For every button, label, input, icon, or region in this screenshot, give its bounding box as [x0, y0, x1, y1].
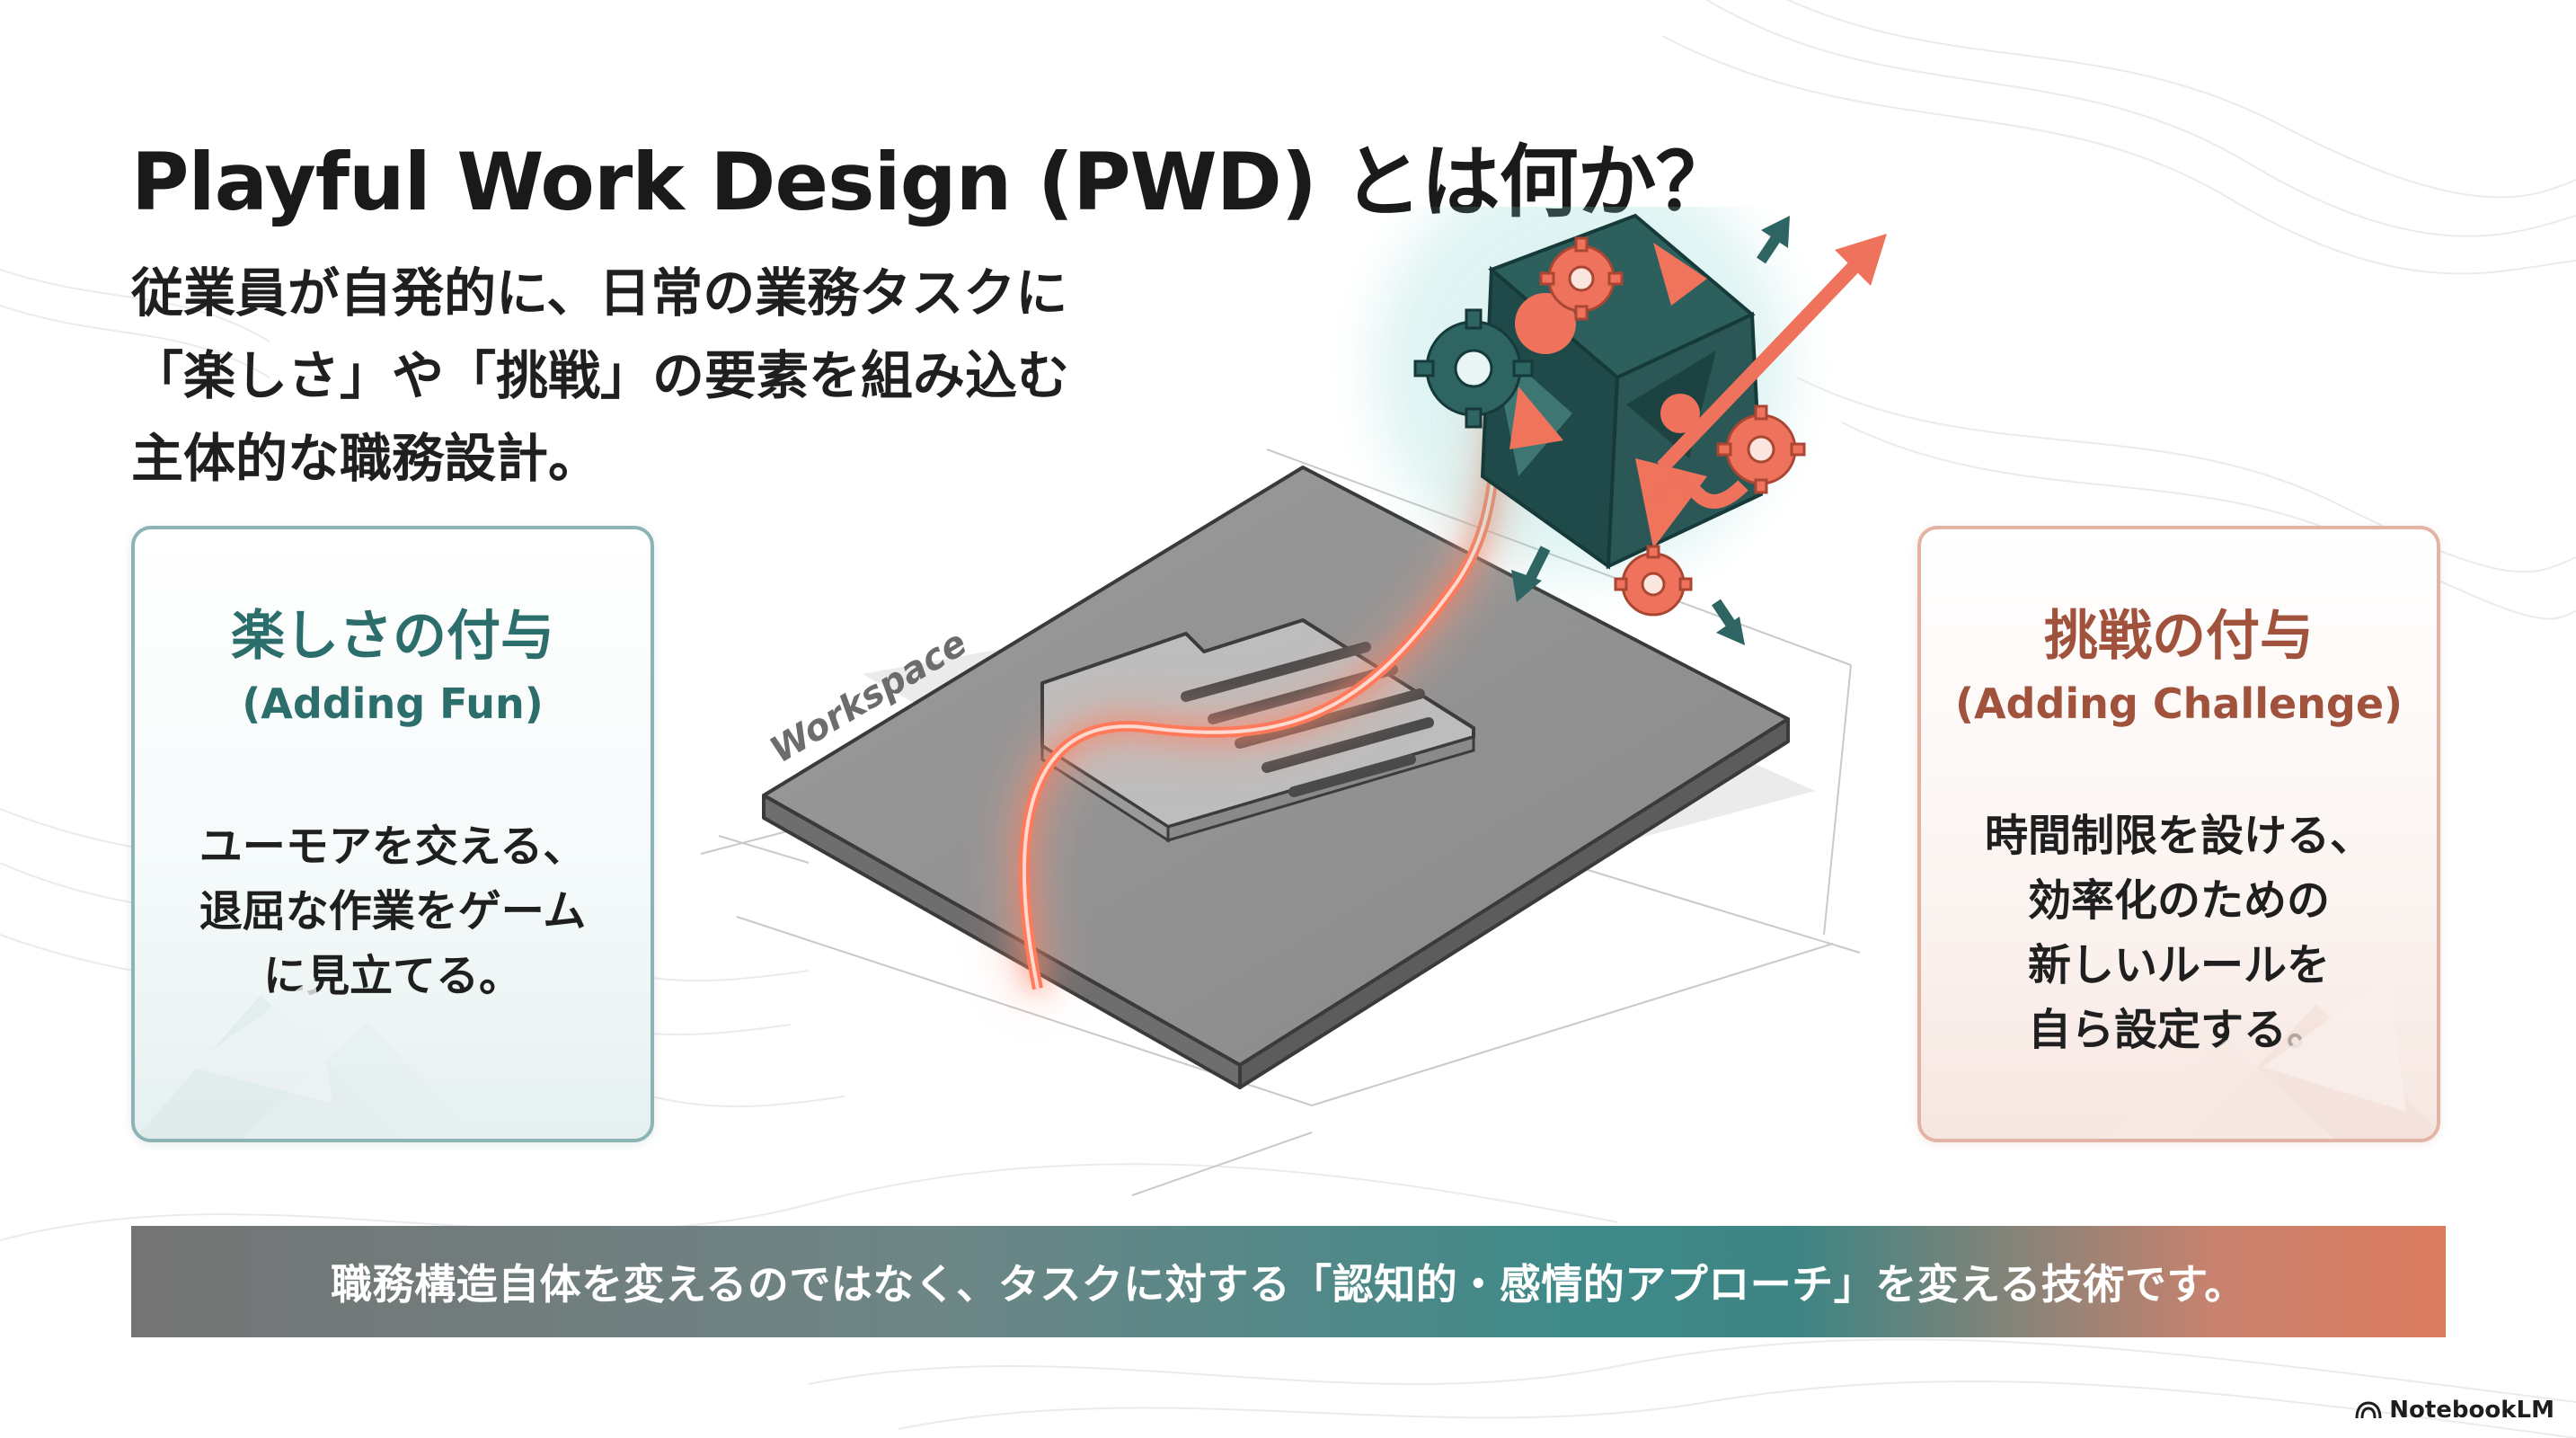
- card-decoration: [135, 977, 476, 1139]
- adding-challenge-card: 挑戦の付与 (Adding Challenge) 時間制限を設ける、 効率化のた…: [1917, 526, 2440, 1142]
- banner-text: 職務構造自体を変えるのではなく、タスクに対する「認知的・感情的アプローチ」を変え…: [331, 1260, 2246, 1309]
- card-body-line: 時間制限を設ける、: [1984, 811, 2373, 861]
- brand-name: NotebookLM: [2389, 1397, 2554, 1424]
- gear-icon: [1716, 404, 1806, 494]
- card-title: 楽しさの付与: [231, 605, 554, 668]
- gear-icon: [1539, 236, 1624, 321]
- arrow-icon: [1511, 546, 1551, 602]
- card-body: 時間制限を設ける、 効率化のための 新しいルールを 自ら設定する。: [1921, 803, 2437, 1062]
- adding-fun-card: 楽しさの付与 (Adding Fun) ユーモアを交える、 退屈な作業をゲーム …: [131, 526, 654, 1142]
- brand-badge: NotebookLM: [2355, 1397, 2554, 1424]
- card-subtitle: (Adding Challenge): [1954, 679, 2403, 728]
- arrow-icon: [1657, 234, 1887, 473]
- card-body-line: 効率化のための: [2027, 875, 2330, 926]
- notebooklm-logo-icon: [2355, 1401, 2382, 1419]
- card-subtitle: (Adding Fun): [242, 679, 544, 728]
- subtitle-line: 主体的な職務設計。: [131, 428, 601, 489]
- key-message-banner: 職務構造自体を変えるのではなく、タスクに対する「認知的・感情的アプローチ」を変え…: [131, 1226, 2446, 1337]
- gear-icon: [1614, 545, 1693, 617]
- gear-icon: [1413, 308, 1534, 429]
- subtitle-line: 「楽しさ」や「挑戦」の要素を組み込む: [131, 345, 1070, 406]
- arrow-icon: [1757, 216, 1790, 264]
- card-body: ユーモアを交える、 退屈な作業をゲーム に見立てる。: [135, 814, 651, 1008]
- card-body-line: 退屈な作業をゲーム: [199, 886, 587, 936]
- card-body-line: 新しいルールを: [2027, 940, 2330, 990]
- card-title: 挑戦の付与: [2044, 605, 2314, 668]
- arrow-icon: [1712, 599, 1745, 645]
- page-subtitle: 従業員が自発的に、日常の業務タスクに 「楽しさ」や「挑戦」の要素を組み込む 主体…: [131, 252, 1069, 500]
- card-body-line: ユーモアを交える、: [199, 821, 587, 872]
- subtitle-line: 従業員が自発的に、日常の業務タスクに: [131, 262, 1068, 324]
- card-decoration: [2101, 977, 2437, 1139]
- workspace-illustration: Workspace: [700, 207, 1887, 1196]
